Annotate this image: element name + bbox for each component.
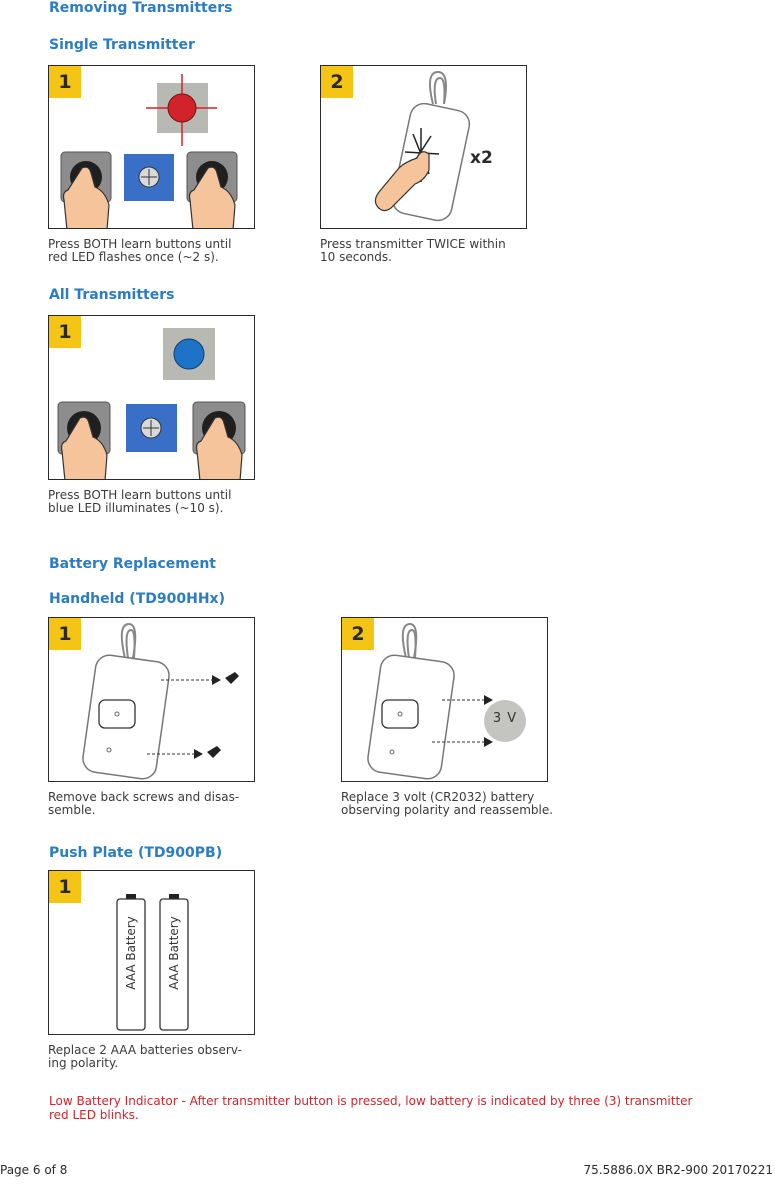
step-number-badge: 2	[342, 618, 374, 650]
aaa-batteries-illustration	[116, 894, 189, 1031]
low-battery-warning: Low Battery Indicator - After transmitte…	[49, 1094, 693, 1122]
document-id: 75.5886.0X BR2-900 20170221	[583, 1163, 773, 1177]
heading-push-plate: Push Plate (TD900PB)	[49, 845, 223, 861]
panel-handheld-step-2: 3 V 2	[341, 617, 548, 782]
battery-label-1: AAA Battery	[124, 916, 138, 990]
caption-pushplate-step-1: Replace 2 AAA batteries observ-ing polar…	[48, 1043, 242, 1070]
caption-handheld-step-1: Remove back screws and disas-semble.	[48, 790, 240, 817]
battery-label-2: AAA Battery	[167, 916, 181, 990]
heading-battery-replacement: Battery Replacement	[49, 556, 216, 572]
step-number-badge: 1	[49, 66, 81, 98]
heading-handheld: Handheld (TD900HHx)	[49, 591, 225, 607]
heading-single-transmitter: Single Transmitter	[49, 37, 195, 53]
panel-single-step-2: 2 x2	[320, 65, 527, 229]
panel-pushplate-step-1: AAA Battery AAA Battery 1	[48, 870, 255, 1035]
panel-handheld-step-1: 1	[48, 617, 255, 782]
handheld-battery-illustration	[367, 622, 526, 780]
heading-all-transmitters: All Transmitters	[49, 287, 175, 303]
panel-single-step-1: 1	[48, 65, 255, 229]
step-number-badge: 2	[321, 66, 353, 98]
step-number-badge: 1	[49, 871, 81, 903]
learn-buttons-blue-led-illustration	[57, 328, 246, 479]
step-number-badge: 1	[49, 316, 81, 348]
coin-cell-label: 3 V	[492, 711, 518, 726]
handheld-back-screws-illustration	[82, 622, 239, 780]
step-number-badge: 1	[49, 618, 81, 650]
heading-removing-transmitters: Removing Transmitters	[49, 0, 233, 16]
page-number: Page 6 of 8	[0, 1163, 68, 1177]
transmitter-press-illustration	[374, 70, 471, 222]
learn-buttons-red-led-illustration	[60, 74, 238, 228]
press-twice-label: x2	[470, 148, 493, 168]
panel-all-step-1: 1	[48, 315, 255, 480]
